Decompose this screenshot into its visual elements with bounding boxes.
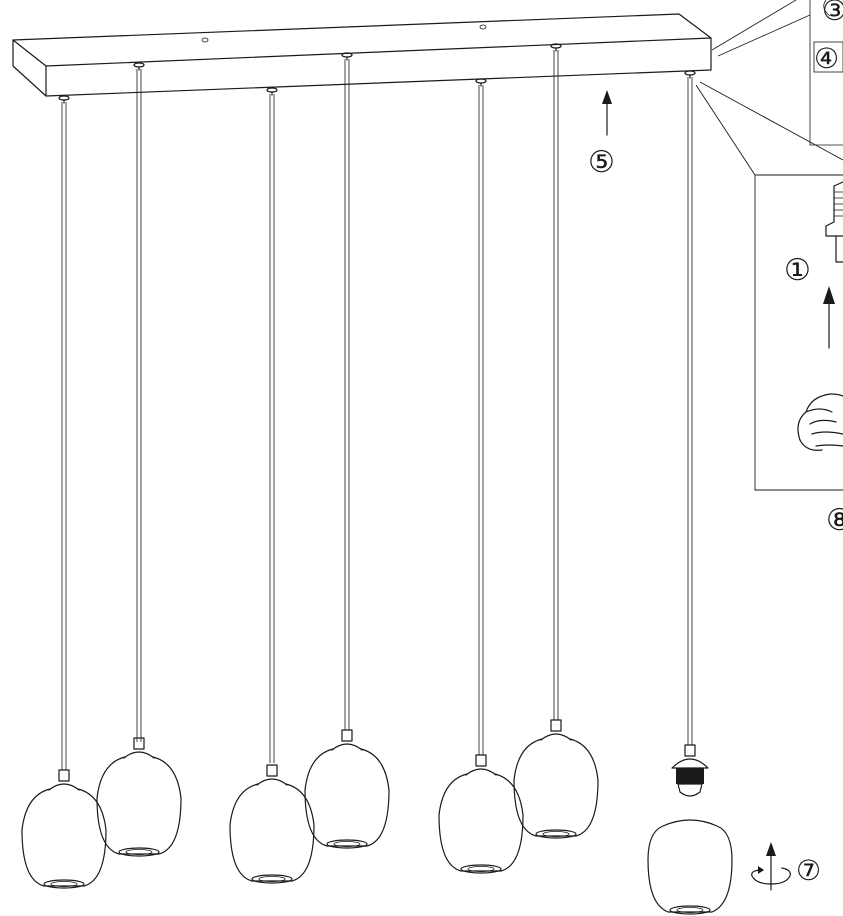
- detail-box-top: [809, 0, 843, 146]
- callout-leader-top: [711, 0, 811, 57]
- detail-box-socket: [754, 174, 843, 491]
- suspension-cables: [61, 50, 693, 770]
- step-8-label-partial: ⑧: [826, 503, 843, 538]
- up-arrow-icon: [823, 286, 835, 349]
- socket-detail-icon: [825, 181, 843, 263]
- bulb-socket-icon: [671, 744, 709, 797]
- cable-mount: [133, 62, 145, 71]
- pendant-shade: [438, 754, 524, 874]
- cable-mount: [266, 87, 278, 96]
- step-7-label: ⑦: [796, 854, 821, 887]
- pendant-shade: [513, 719, 599, 839]
- step-1-label: ①: [784, 253, 811, 288]
- rotate-arrow-icon: [751, 842, 791, 891]
- cable-mounts: [58, 43, 696, 104]
- cable-mount: [341, 52, 353, 61]
- step-5-label: ⑤: [588, 145, 615, 180]
- detached-shade: [647, 819, 733, 915]
- cable-mount: [58, 95, 70, 104]
- cable-mount: [475, 78, 487, 87]
- cable-mount: [684, 70, 696, 79]
- cable-mount: [550, 43, 562, 52]
- pendant-shade: [229, 764, 315, 884]
- up-arrow-icon: [602, 90, 612, 136]
- ceiling-canopy: [12, 13, 712, 97]
- pendant-shade: [304, 729, 390, 849]
- pendant-shade: [21, 769, 107, 889]
- step-3-label-partial: ③: [822, 0, 843, 27]
- callout-leader-detail: [695, 81, 843, 176]
- step-4-label: ④: [814, 42, 839, 75]
- pendant-shade: [96, 737, 182, 857]
- hand-icon: [797, 393, 843, 451]
